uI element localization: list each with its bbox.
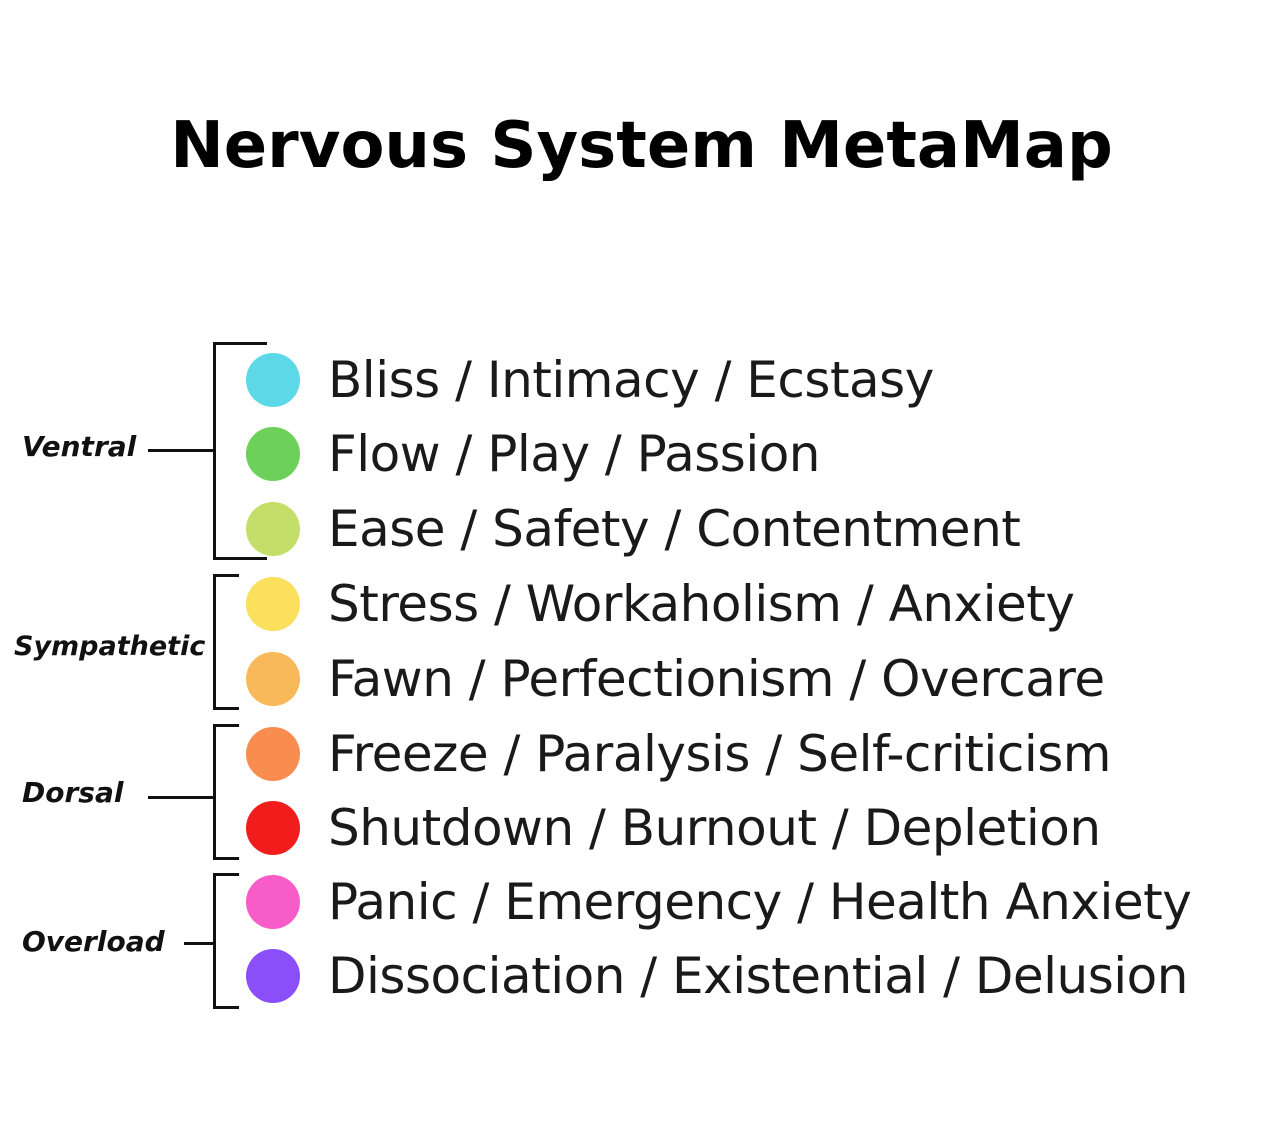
- state-dot: [246, 353, 300, 407]
- state-text: Flow / Play / Passion: [328, 425, 821, 483]
- connector-dorsal: [148, 796, 216, 799]
- state-dot: [246, 801, 300, 855]
- group-label-overload: Overload: [22, 925, 165, 958]
- state-text: Dissociation / Existential / Delusion: [328, 947, 1188, 1005]
- state-text: Freeze / Paralysis / Self-criticism: [328, 725, 1111, 783]
- state-dot: [246, 577, 300, 631]
- state-dot: [246, 652, 300, 706]
- connector-ventral: [148, 449, 216, 452]
- group-label-dorsal: Dorsal: [22, 776, 124, 809]
- bracket-sympathetic: [213, 574, 239, 710]
- state-text: Stress / Workaholism / Anxiety: [328, 575, 1075, 633]
- state-text: Fawn / Perfectionism / Overcare: [328, 650, 1105, 708]
- bracket-dorsal: [213, 724, 239, 860]
- state-dot: [246, 502, 300, 556]
- state-row: Freeze / Paralysis / Self-criticism: [246, 724, 1111, 784]
- bracket-ventral: [213, 342, 267, 560]
- state-row: Ease / Safety / Contentment: [246, 499, 1021, 559]
- state-text: Shutdown / Burnout / Depletion: [328, 799, 1101, 857]
- state-row: Panic / Emergency / Health Anxiety: [246, 872, 1192, 932]
- state-row: Dissociation / Existential / Delusion: [246, 946, 1188, 1006]
- connector-overload: [184, 942, 216, 945]
- diagram-title: Nervous System MetaMap: [170, 109, 1113, 183]
- state-row: Flow / Play / Passion: [246, 424, 821, 484]
- state-text: Ease / Safety / Contentment: [328, 500, 1021, 558]
- bracket-overload: [213, 873, 239, 1009]
- group-label-ventral: Ventral: [22, 430, 137, 463]
- state-row: Stress / Workaholism / Anxiety: [246, 574, 1075, 634]
- state-row: Fawn / Perfectionism / Overcare: [246, 649, 1105, 709]
- state-dot: [246, 875, 300, 929]
- state-dot: [246, 727, 300, 781]
- group-label-sympathetic: Sympathetic: [14, 631, 206, 662]
- state-row: Bliss / Intimacy / Ecstasy: [246, 350, 934, 410]
- state-text: Bliss / Intimacy / Ecstasy: [328, 351, 934, 409]
- state-row: Shutdown / Burnout / Depletion: [246, 798, 1101, 858]
- state-dot: [246, 427, 300, 481]
- state-dot: [246, 949, 300, 1003]
- state-text: Panic / Emergency / Health Anxiety: [328, 873, 1192, 931]
